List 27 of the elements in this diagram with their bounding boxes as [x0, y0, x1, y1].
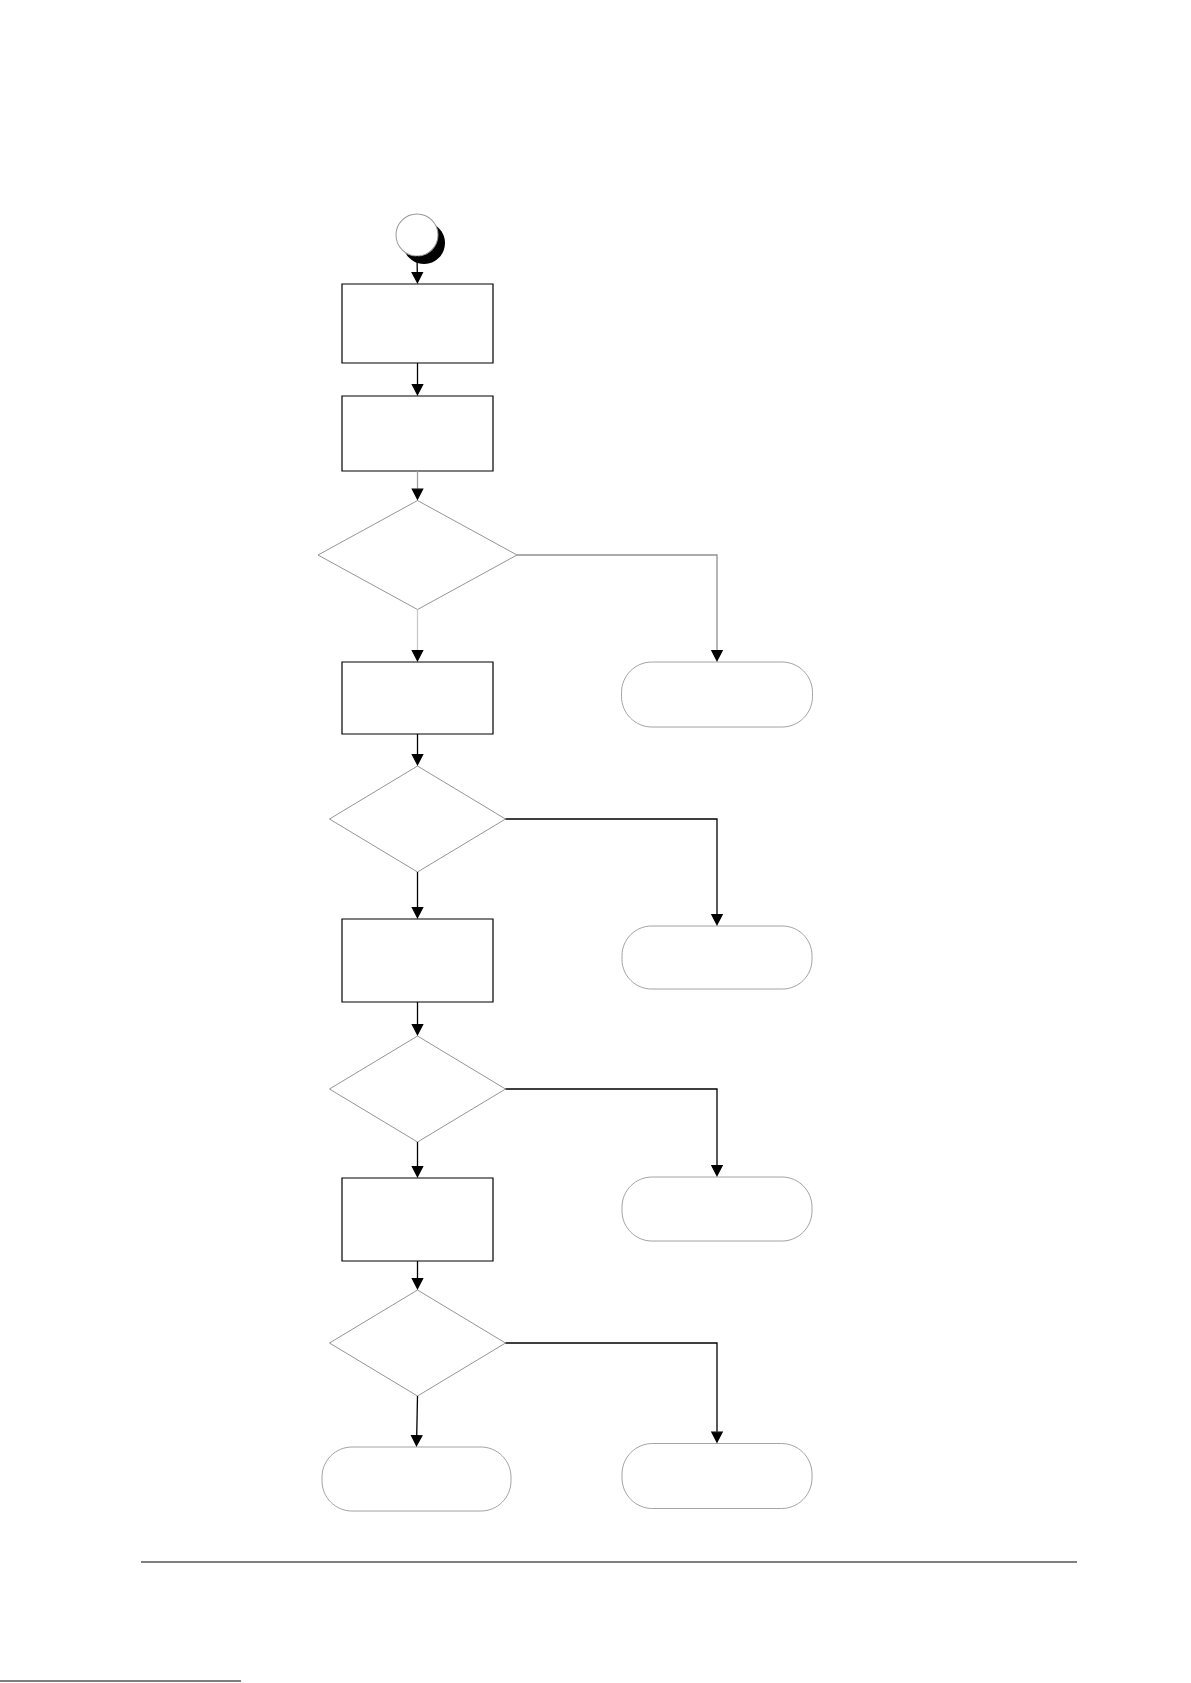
terminal-box: [621, 925, 813, 990]
arrow: [411, 362, 424, 396]
terminal-box: [321, 1446, 512, 1512]
arrow: [411, 733, 424, 766]
start-circle: [395, 213, 445, 264]
decision-diamond: [329, 1289, 506, 1397]
process-box: [341, 395, 494, 472]
terminal-box: [621, 661, 813, 728]
arrow: [411, 871, 424, 919]
decision-diamond: [317, 500, 518, 610]
arrow: [411, 608, 424, 662]
arrow: [504, 818, 724, 926]
process-box: [341, 661, 494, 735]
arrow: [410, 1395, 423, 1447]
arrow: [411, 255, 424, 284]
arrow: [411, 1141, 424, 1178]
arrow: [411, 1001, 424, 1036]
process-box: [341, 918, 494, 1003]
decision-diamond: [329, 765, 506, 873]
terminal-box: [621, 1176, 813, 1242]
arrow: [411, 1260, 424, 1290]
decision-diamond: [329, 1035, 506, 1143]
arrow: [516, 554, 724, 662]
arrow: [504, 1088, 724, 1177]
terminal-box: [621, 1443, 813, 1509]
process-box: [341, 1177, 494, 1262]
process-box: [341, 283, 494, 364]
